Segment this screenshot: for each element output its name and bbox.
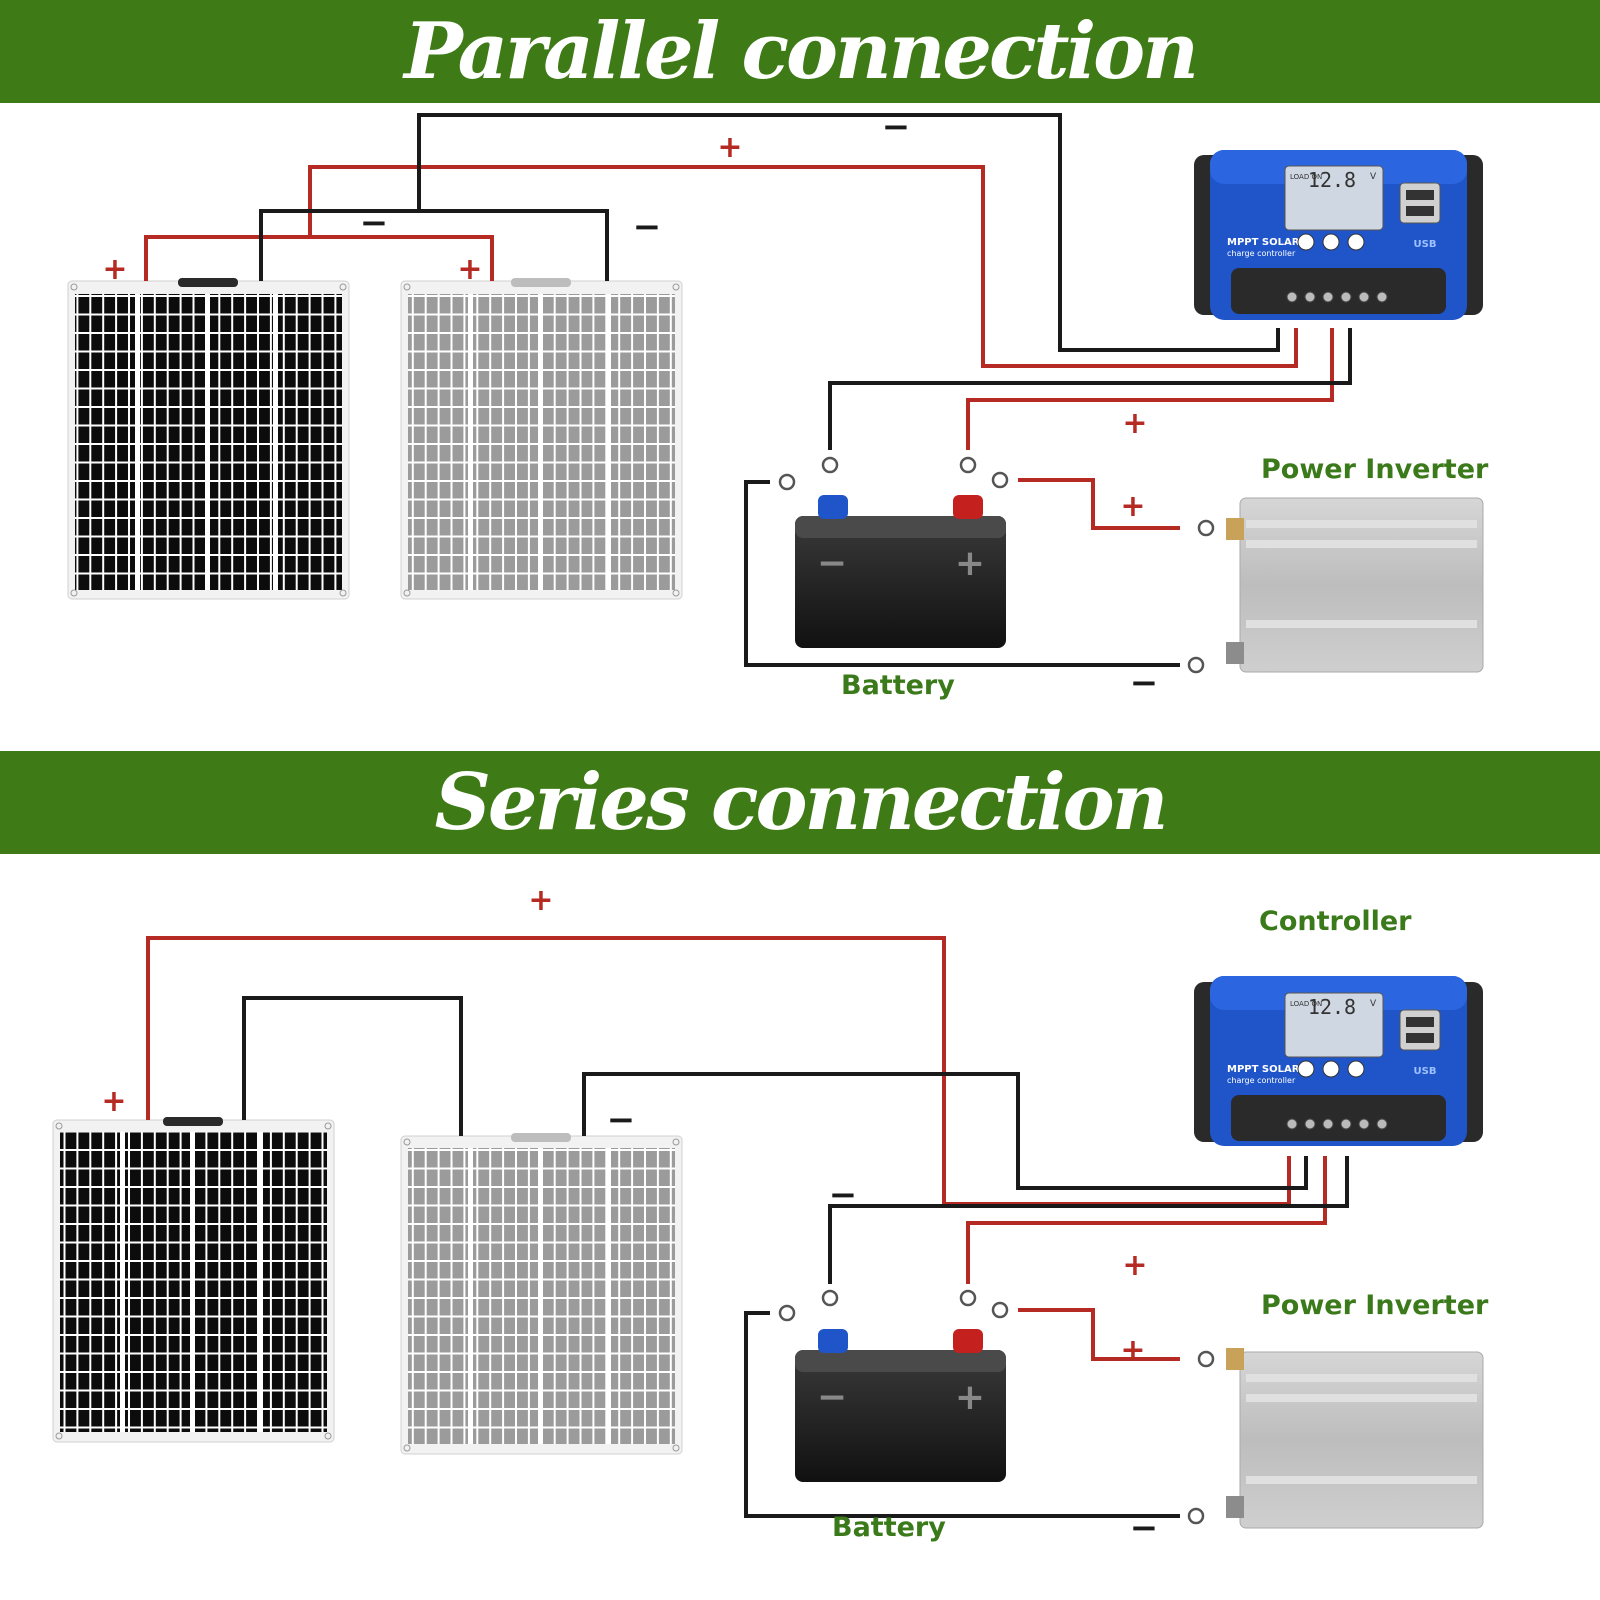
svg-text:12.8: 12.8 — [1308, 995, 1356, 1019]
negative-wires — [259, 113, 1352, 667]
battery: − + — [795, 495, 1006, 648]
svg-text:LOAD ON: LOAD ON — [1290, 173, 1322, 181]
parallel-inverter-label: Power Inverter — [1261, 454, 1489, 485]
minus-marker: − — [607, 1100, 636, 1140]
parallel-banner: Parallel connection — [0, 0, 1600, 103]
positive-wires — [146, 936, 1327, 1361]
parallel-battery-label: Battery — [841, 670, 955, 701]
svg-text:MPPT SOLAR: MPPT SOLAR — [1227, 237, 1300, 248]
charge-controller: LOAD ON 12.8 V MPPT SOLAR charge control… — [1194, 150, 1483, 320]
minus-marker: − — [360, 203, 389, 243]
minus-marker: − — [1130, 663, 1159, 703]
plus-marker: + — [1120, 489, 1145, 524]
ring-terminals — [778, 456, 1215, 674]
charge-controller: LOAD ON 12.8 V MPPT SOLAR charge control… — [1194, 976, 1483, 1146]
svg-text:USB: USB — [1414, 1066, 1437, 1077]
plus-marker: + — [528, 883, 553, 918]
svg-text:+: + — [955, 543, 985, 584]
svg-text:charge controller: charge controller — [1227, 249, 1296, 258]
parallel-title: Parallel connection — [404, 6, 1199, 97]
svg-text:charge controller: charge controller — [1227, 1076, 1296, 1085]
polarity-markers: + + + + − − − — [101, 883, 1158, 1548]
solar-panel-grey — [400, 1133, 683, 1455]
minus-marker: − — [1130, 1508, 1159, 1548]
svg-text:USB: USB — [1414, 239, 1437, 250]
solar-panel-black — [67, 278, 350, 600]
plus-marker: + — [1122, 406, 1147, 441]
svg-text:MPPT SOLAR: MPPT SOLAR — [1227, 1064, 1300, 1075]
svg-text:−: − — [817, 1377, 847, 1418]
series-inverter-label: Power Inverter — [1261, 1290, 1489, 1321]
minus-marker: − — [882, 107, 911, 147]
minus-marker: − — [633, 207, 662, 247]
plus-marker: + — [1120, 1333, 1145, 1368]
negative-wires — [242, 996, 1349, 1518]
svg-text:12.8: 12.8 — [1308, 168, 1356, 192]
series-banner: Series connection — [0, 751, 1600, 854]
series-controller-label: Controller — [1259, 906, 1412, 937]
polarity-markers: + + + + + − − − − — [102, 107, 1158, 703]
plus-marker: + — [101, 1084, 126, 1119]
plus-marker: + — [102, 252, 127, 287]
plus-marker: + — [1122, 1248, 1147, 1283]
plus-marker: + — [717, 130, 742, 165]
series-diagram: + + + + − − − LOAD ON 12.8 V MPPT SOLAR … — [0, 854, 1600, 1600]
series-title: Series connection — [434, 757, 1169, 848]
svg-text:−: − — [817, 543, 847, 584]
solar-panel-black — [52, 1117, 335, 1443]
solar-panel-grey — [400, 278, 683, 600]
svg-text:LOAD ON: LOAD ON — [1290, 1000, 1322, 1008]
positive-wires — [144, 165, 1334, 530]
svg-text:V: V — [1370, 172, 1377, 182]
plus-marker: + — [457, 252, 482, 287]
battery: − + — [795, 1329, 1006, 1482]
series-battery-label: Battery — [832, 1512, 946, 1543]
svg-text:+: + — [955, 1377, 985, 1418]
minus-marker: − — [829, 1175, 858, 1215]
power-inverter — [1226, 497, 1484, 673]
power-inverter — [1226, 1348, 1484, 1529]
ring-terminals — [778, 1289, 1215, 1525]
parallel-wiring: + + + + + − − − − LOAD ON 12.8 V MPPT SO… — [67, 107, 1484, 703]
parallel-diagram: + + + + + − − − − LOAD ON 12.8 V MPPT SO… — [0, 0, 1600, 760]
svg-text:V: V — [1370, 999, 1377, 1009]
series-wiring: + + + + − − − LOAD ON 12.8 V MPPT SOLAR … — [52, 883, 1484, 1548]
